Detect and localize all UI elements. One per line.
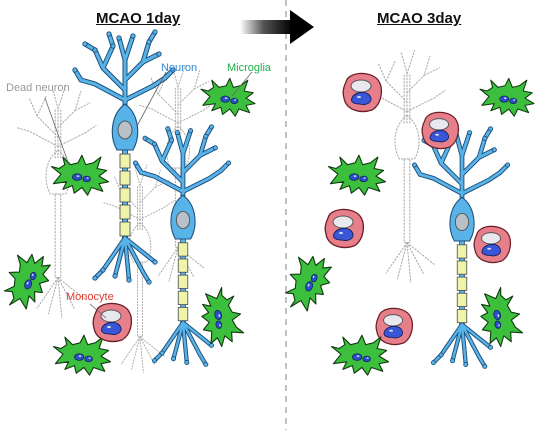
microglia bbox=[330, 334, 390, 376]
microglia bbox=[200, 77, 256, 117]
microglia bbox=[327, 154, 387, 196]
microglia bbox=[52, 334, 112, 376]
monocyte bbox=[473, 225, 512, 264]
monocyte bbox=[421, 111, 460, 150]
title-mcao-3day: MCAO 3day bbox=[377, 10, 462, 27]
label-microglia: Microglia bbox=[227, 62, 272, 74]
microglia bbox=[284, 255, 332, 312]
neuron bbox=[72, 29, 176, 285]
microglia bbox=[479, 77, 535, 117]
monocyte bbox=[342, 72, 383, 113]
microglia bbox=[480, 286, 524, 348]
neurons bbox=[72, 29, 511, 369]
neuron bbox=[132, 124, 232, 367]
microglia bbox=[50, 154, 110, 196]
immune-cells bbox=[3, 72, 535, 376]
label-leaders bbox=[44, 71, 253, 319]
monocyte bbox=[92, 302, 133, 343]
monocyte bbox=[324, 208, 365, 249]
dead-neurons bbox=[15, 50, 446, 373]
microglia bbox=[3, 253, 51, 310]
right-arrow-icon bbox=[240, 10, 314, 44]
label-neuron: Neuron bbox=[161, 62, 198, 74]
microglia bbox=[201, 286, 245, 348]
title-mcao-1day: MCAO 1day bbox=[96, 10, 181, 27]
label-monocyte: Monocyte bbox=[66, 291, 114, 303]
monocyte bbox=[375, 307, 414, 346]
label-dead-neuron: Dead neuron bbox=[6, 82, 70, 94]
